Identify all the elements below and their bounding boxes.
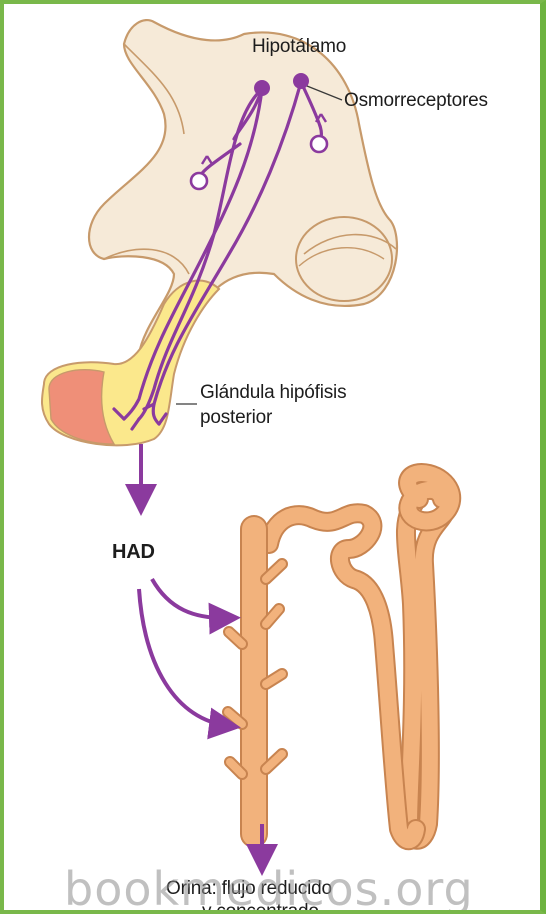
posterior-pituitary-label-line2: posterior	[200, 407, 272, 429]
watermark: bookmedicos.org	[64, 862, 474, 914]
hypothalamus-tissue	[89, 20, 397, 374]
posterior-pituitary-label-line1: Glándula hipófisis	[200, 382, 346, 404]
posterior-pituitary-gland	[42, 281, 219, 446]
adh-label: HAD	[112, 541, 155, 563]
adh-regulation-diagram	[4, 4, 544, 914]
nephron	[228, 473, 451, 840]
hypothalamus-label: Hipotálamo	[252, 36, 346, 58]
osmoreceptors-label: Osmorreceptores	[344, 90, 488, 112]
